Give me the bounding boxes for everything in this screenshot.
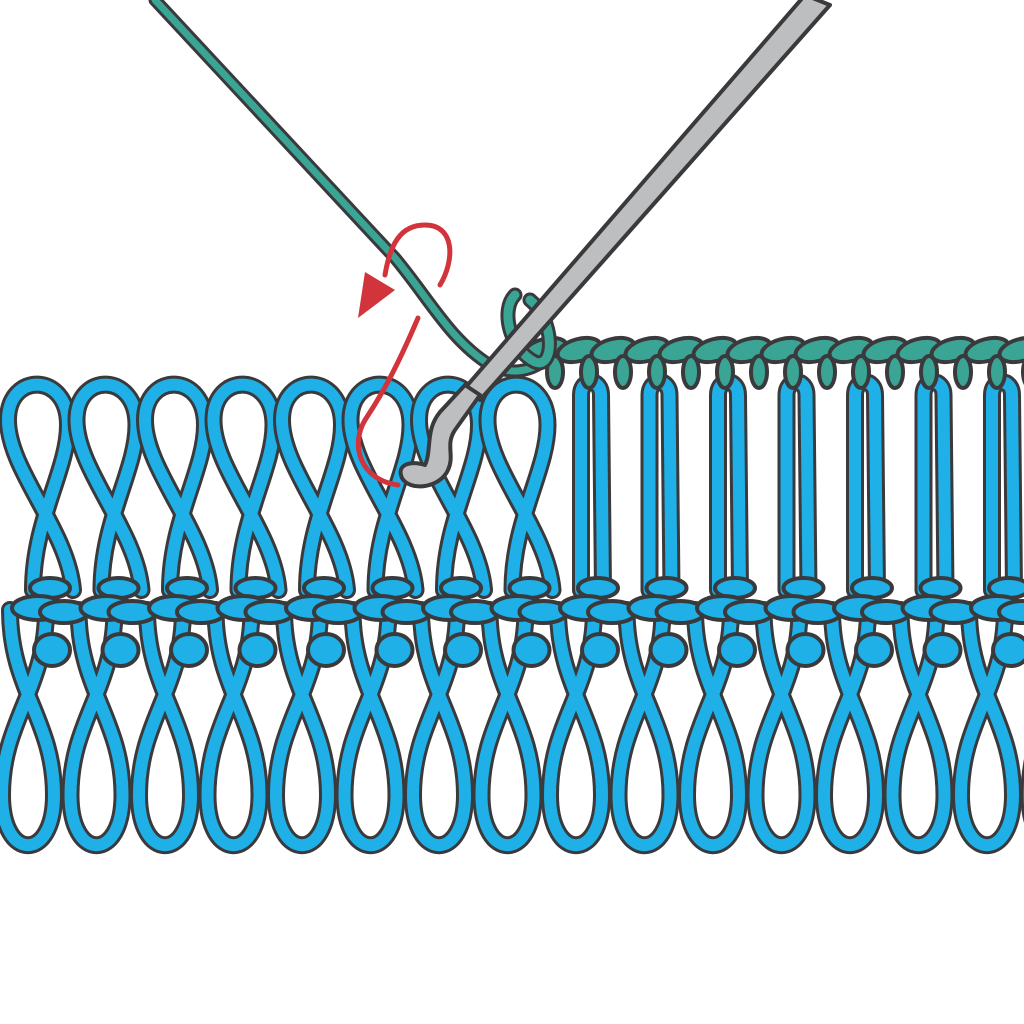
crochet-hook-icon xyxy=(398,0,832,489)
working-yarn xyxy=(148,0,557,378)
bottom-loop xyxy=(335,601,406,855)
bottom-loop xyxy=(404,601,474,855)
working-yarn-strand xyxy=(148,0,552,378)
chain-link xyxy=(555,335,603,390)
bottom-loop xyxy=(130,601,200,855)
straight-loop xyxy=(914,373,955,599)
knot xyxy=(695,576,775,668)
bottom-loop xyxy=(609,601,680,855)
knot xyxy=(900,576,981,668)
chain-link xyxy=(657,335,705,390)
teal-chain xyxy=(521,335,1024,390)
knot xyxy=(215,576,296,668)
chain-link xyxy=(725,335,773,390)
knot xyxy=(421,576,501,668)
knot xyxy=(832,576,912,668)
bottom-loop xyxy=(883,601,954,855)
bottom-loop xyxy=(541,601,611,855)
knot xyxy=(626,576,707,668)
knot xyxy=(147,576,227,668)
bottom-loop xyxy=(0,601,63,855)
bottom-loop xyxy=(678,601,748,855)
chain-link xyxy=(895,335,943,390)
bottom-loop xyxy=(746,601,817,855)
twisted-loop xyxy=(0,375,82,599)
knot xyxy=(284,576,364,668)
straight-loops xyxy=(572,373,1023,599)
chain-link xyxy=(929,335,977,390)
bottom-loop xyxy=(815,601,885,855)
yarn-over-arrow-icon xyxy=(355,222,453,488)
yarn-over-arrow xyxy=(355,222,453,488)
upper-twisted-loops xyxy=(0,375,562,599)
twisted-loop xyxy=(478,375,562,599)
knot xyxy=(10,576,90,668)
straight-loop xyxy=(846,373,886,599)
knot xyxy=(763,576,844,668)
chain-link xyxy=(759,335,807,390)
knot xyxy=(489,576,570,668)
bottom-loop xyxy=(61,601,132,855)
straight-loop xyxy=(572,373,612,599)
bottom-loop xyxy=(472,601,543,855)
straight-loop xyxy=(983,373,1023,599)
straight-loop xyxy=(777,373,818,599)
twisted-loop xyxy=(67,375,151,599)
knot xyxy=(969,576,1024,668)
bottom-loop xyxy=(198,601,269,855)
knot xyxy=(558,576,638,668)
twisted-loop xyxy=(341,375,425,599)
knot xyxy=(352,576,433,668)
bottom-loop xyxy=(952,601,1022,855)
straight-loop xyxy=(709,373,749,599)
twisted-loop xyxy=(410,375,493,599)
hook-shaft xyxy=(398,0,832,489)
knot-band xyxy=(10,576,1024,668)
bottom-loops xyxy=(0,601,1024,855)
bottom-loop xyxy=(267,601,337,855)
knot xyxy=(78,576,159,668)
twisted-loop xyxy=(204,375,288,599)
twisted-loop xyxy=(136,375,219,599)
twisted-loop xyxy=(273,375,356,599)
straight-loop xyxy=(640,373,681,599)
chain-link xyxy=(623,335,671,390)
